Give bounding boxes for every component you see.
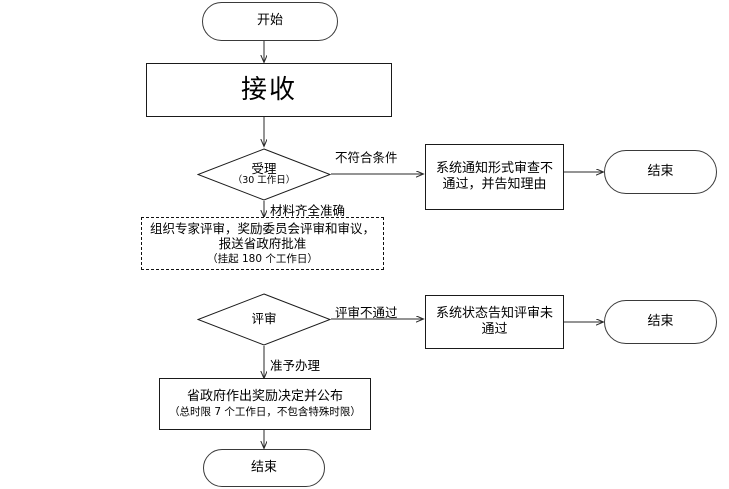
node-receive-label: 接收 [240, 74, 297, 105]
node-review-fail-notice-label: 系统状态告知评审未通过 [435, 305, 553, 337]
node-reject-notice[interactable]: 系统通知形式审查不通过，并告知理由 [425, 144, 564, 210]
node-expert-review-label: 组织专家评审，奖励委员会评审和审议，报送省政府批准 [149, 220, 375, 252]
node-review-decision-label: 评审 [251, 311, 277, 327]
node-reject-notice-label: 系统通知形式审查不通过，并告知理由 [435, 160, 553, 192]
review-decision-diamond-shape [197, 293, 331, 346]
node-award-decision-sub: （总时限 7 个工作日，不包含特殊时限） [169, 406, 361, 419]
accept-decision-diamond-shape [197, 148, 331, 201]
node-review-decision[interactable]: 评审 [197, 293, 331, 346]
node-end-review-fail[interactable]: 结束 [604, 300, 717, 344]
node-expert-review-sub: （挂起 180 个工作日） [207, 253, 318, 266]
edge-label-materials-complete: 材料齐全准确 [270, 200, 345, 219]
node-accept-decision-sub: （30 工作日） [232, 175, 296, 187]
node-end-reject-label: 结束 [647, 163, 674, 179]
edge-label-approved: 准予办理 [270, 355, 320, 374]
node-award-decision-label: 省政府作出奖励决定并公布 [186, 388, 343, 404]
node-start[interactable]: 开始 [202, 2, 338, 41]
node-end-review-fail-label: 结束 [647, 313, 674, 329]
node-review-fail-notice[interactable]: 系统状态告知评审未通过 [425, 295, 564, 349]
accept-decision-label-wrap: 受理 （30 工作日） [197, 148, 331, 201]
node-accept-decision-label: 受理 [251, 160, 277, 176]
node-end-final-label: 结束 [250, 459, 277, 475]
edge-label-not-qualified-text: 不符合条件 [335, 150, 398, 165]
node-expert-review[interactable]: 组织专家评审，奖励委员会评审和审议，报送省政府批准 （挂起 180 个工作日） [141, 217, 384, 270]
edge-label-materials-complete-text: 材料齐全准确 [270, 203, 346, 218]
node-end-reject[interactable]: 结束 [604, 150, 717, 194]
node-accept-decision[interactable]: 受理 （30 工作日） [197, 148, 331, 201]
node-start-label: 开始 [256, 13, 283, 29]
node-end-final[interactable]: 结束 [203, 449, 325, 487]
node-receive[interactable]: 接收 [146, 63, 392, 117]
edge-label-review-not-passed: 评审不通过 [335, 302, 398, 321]
edge-label-approved-text: 准予办理 [270, 358, 321, 373]
review-decision-label-wrap: 评审 [197, 293, 331, 346]
node-award-decision[interactable]: 省政府作出奖励决定并公布 （总时限 7 个工作日，不包含特殊时限） [159, 378, 371, 430]
edge-label-review-not-passed-text: 评审不通过 [335, 305, 398, 320]
edge-label-not-qualified: 不符合条件 [335, 147, 398, 166]
